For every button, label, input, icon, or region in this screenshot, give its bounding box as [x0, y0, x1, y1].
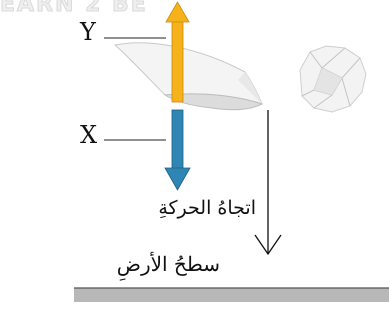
force-y-arrow: [165, 1, 190, 103]
motion-direction-arrow: [254, 110, 282, 256]
ground-surface: [74, 287, 389, 302]
watermark-text: EARN 2 BE: [0, 0, 148, 18]
flat-paper-sheet-icon: [113, 42, 264, 111]
force-y-label: Y: [80, 18, 96, 46]
force-x-arrow: [164, 109, 191, 191]
motion-direction-label: اتجاهُ الحركةِ: [158, 197, 256, 219]
crumpled-paper-ball-icon: [299, 45, 367, 113]
force-x-label: X: [80, 121, 98, 149]
ground-surface-label: سطحُ الأرضِ: [116, 252, 220, 276]
